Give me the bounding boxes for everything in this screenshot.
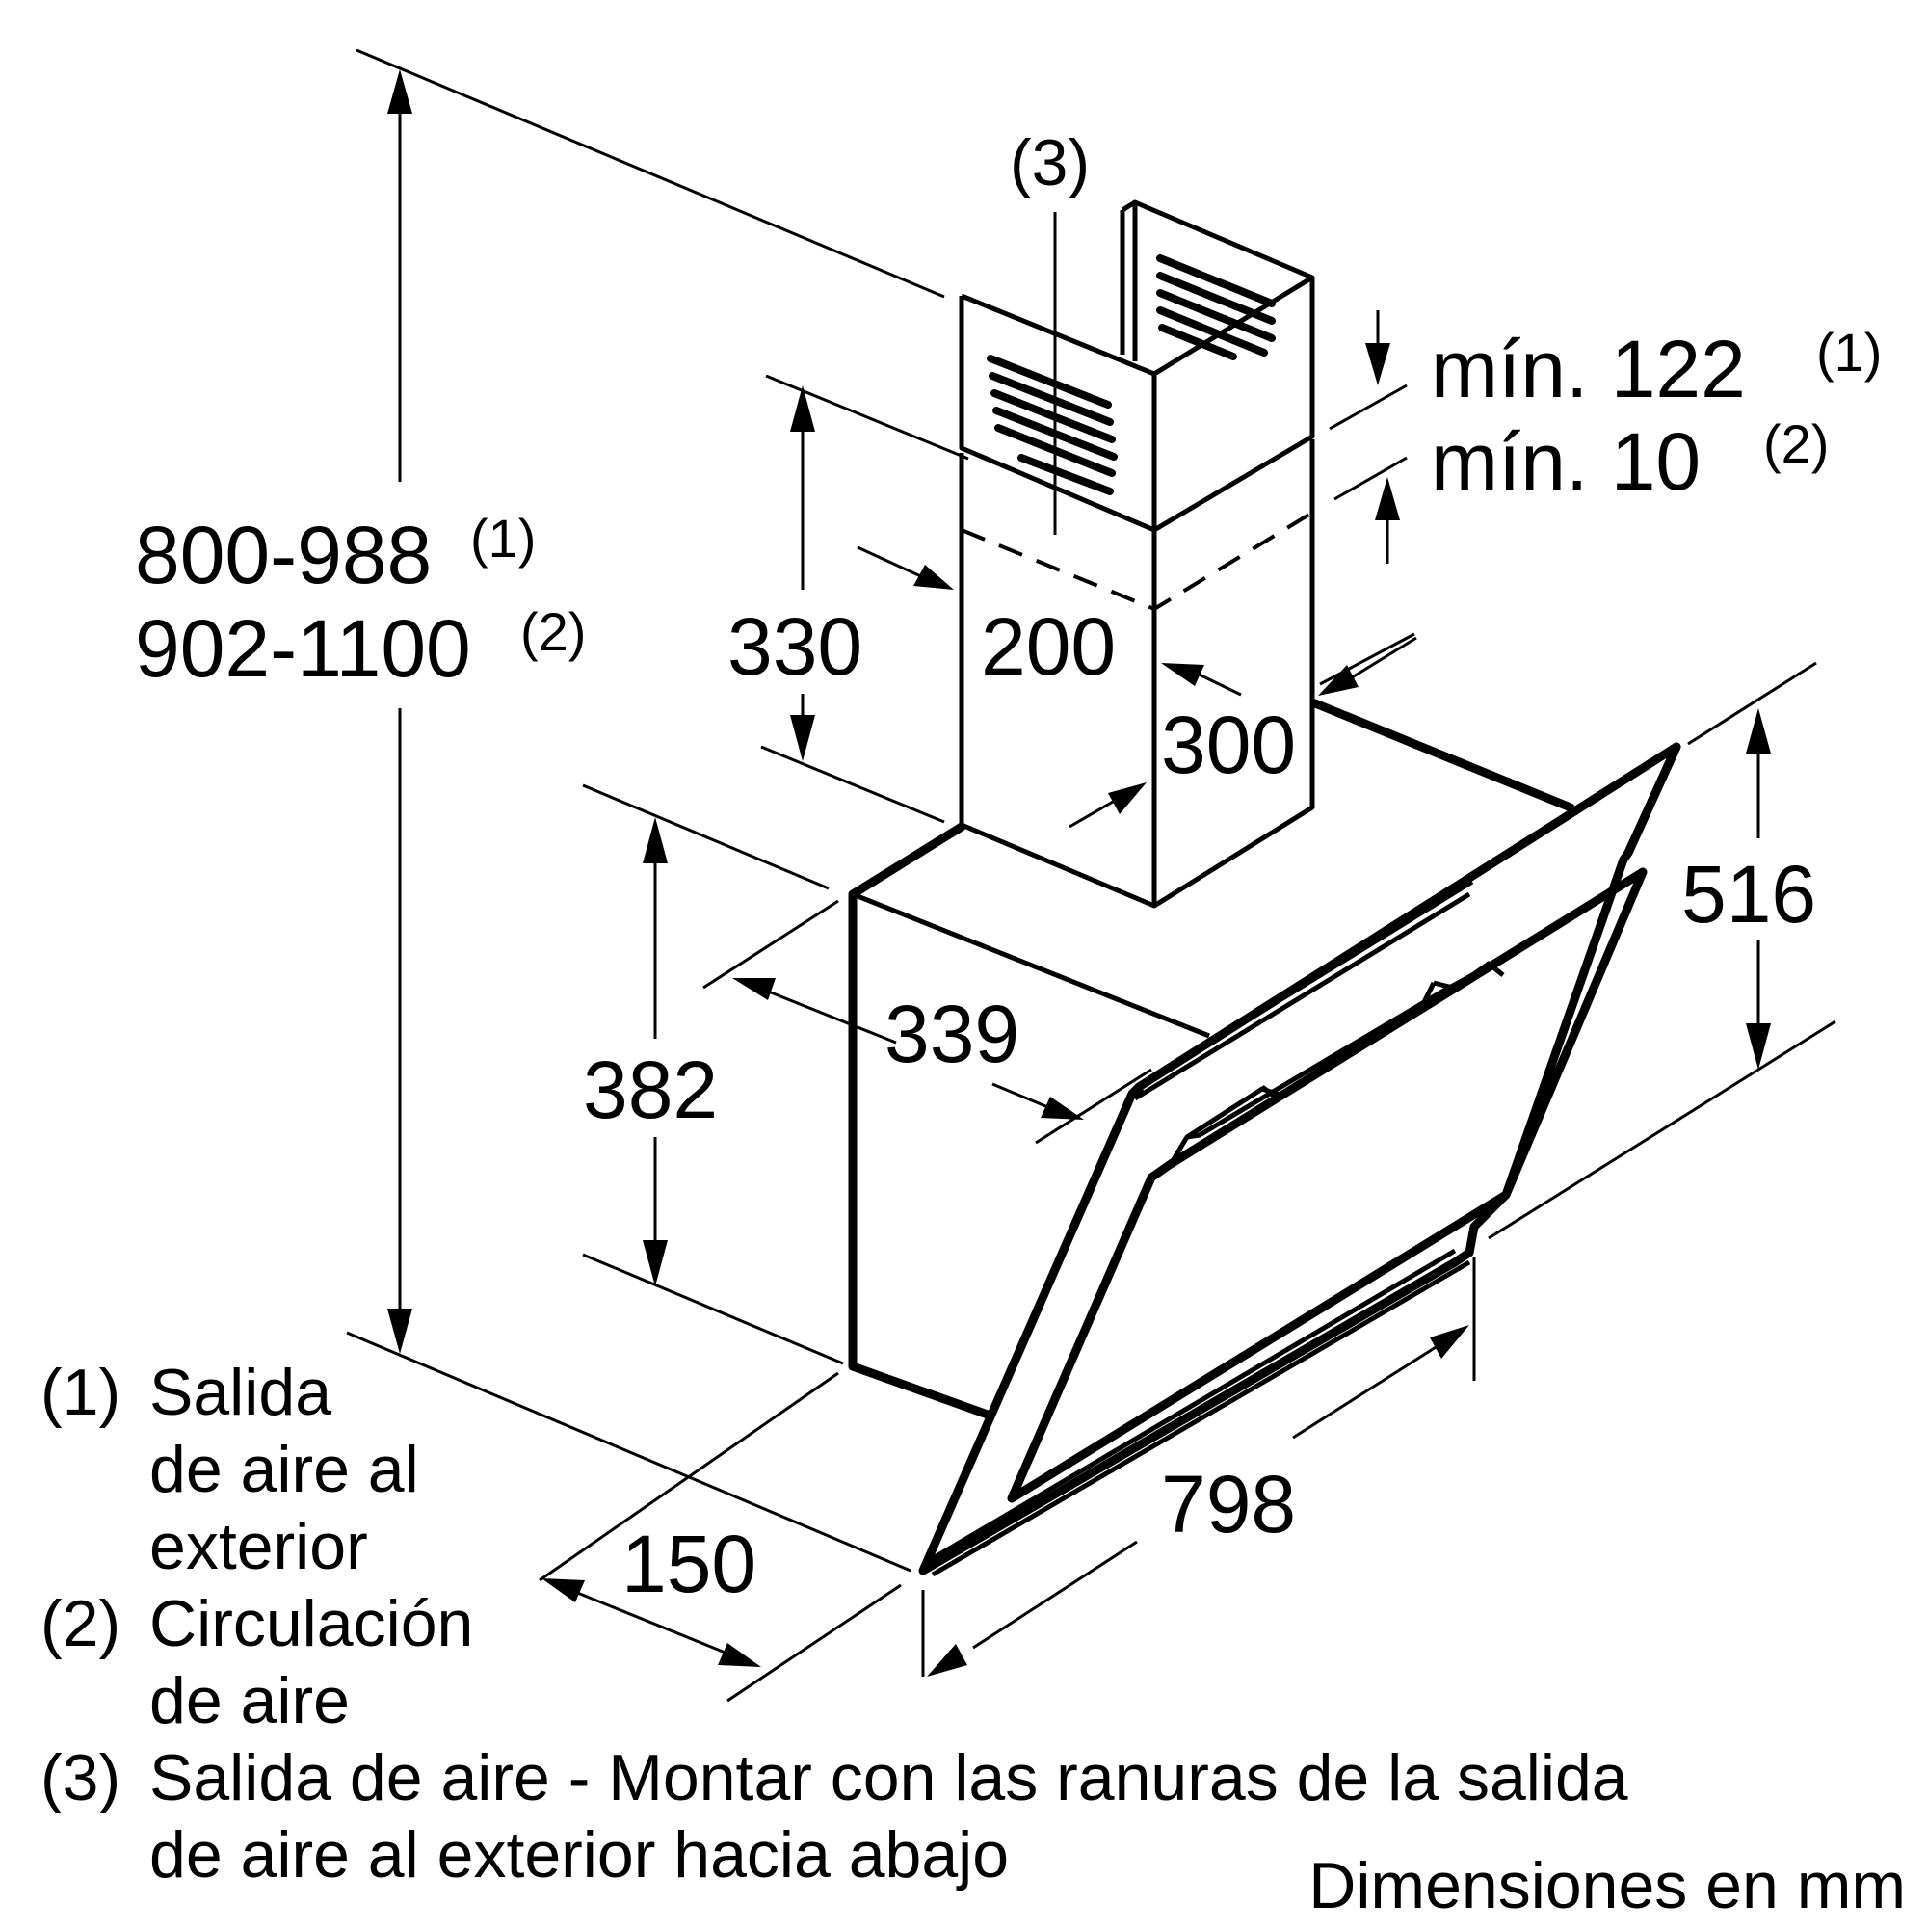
- extension-lines: [346, 48, 1836, 1703]
- note-3-line-2: de aire al exterior hacia abajo: [149, 1818, 1009, 1892]
- label-min-gap-2-ref: (2): [1763, 413, 1829, 474]
- label-min-gap-1: mín. 122: [1431, 324, 1746, 414]
- note-2-line-2: de aire: [149, 1664, 350, 1737]
- label-chimney-depth: 300: [1161, 700, 1296, 790]
- note-1-line-3: exterior: [149, 1510, 368, 1583]
- label-chimney-width: 200: [981, 601, 1116, 692]
- label-height-total-1-ref: (1): [470, 508, 536, 569]
- dimension-lines: [387, 69, 1771, 1677]
- dimension-labels: 800-988 (1) 902-1100 (2) 330 200 300 382…: [135, 126, 1882, 1609]
- note-2-line-1: Circulación: [149, 1587, 473, 1660]
- note-2-marker: (2): [40, 1587, 120, 1660]
- label-min-gap-1-ref: (1): [1816, 322, 1882, 383]
- label-wall-depth: 150: [621, 1519, 756, 1609]
- air-outlet-slots: [987, 254, 1276, 495]
- note-1-line-1: Salida: [149, 1356, 331, 1429]
- label-height-total-1: 800-988: [135, 510, 432, 600]
- note-3-marker: (3): [40, 1741, 120, 1814]
- callout-3: (3): [1010, 126, 1090, 199]
- label-chimney-height: 330: [727, 601, 862, 692]
- label-body-height: 382: [583, 1045, 718, 1135]
- footnotes: (1) Salida de aire al exterior (2) Circu…: [40, 1356, 1906, 1922]
- units-note: Dimensiones en mm: [1308, 1849, 1906, 1922]
- hood-body: [848, 199, 1681, 1577]
- label-hood-width: 798: [1161, 1459, 1296, 1549]
- label-hood-height: 516: [1681, 849, 1816, 940]
- note-1-marker: (1): [40, 1356, 120, 1429]
- label-body-depth: 339: [884, 989, 1019, 1079]
- note-3-line-1: Salida de aire - Montar con las ranuras …: [149, 1741, 1628, 1814]
- label-min-gap-2: mín. 10: [1431, 416, 1701, 507]
- label-height-total-2: 902-1100: [135, 603, 471, 694]
- label-height-total-2-ref: (2): [520, 601, 586, 662]
- note-1-line-2: de aire al: [149, 1433, 419, 1506]
